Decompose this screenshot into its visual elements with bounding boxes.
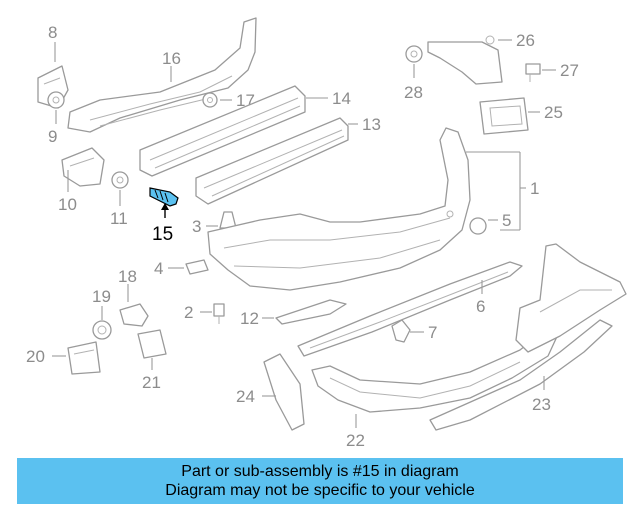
callout-9: 9	[48, 127, 57, 146]
part-5-park-sensor	[469, 217, 487, 235]
callout-4: 4	[154, 259, 163, 278]
callout-1: 1	[530, 179, 539, 198]
callout-12: 12	[240, 309, 259, 328]
callout-25: 25	[544, 103, 563, 122]
part-12-reflector	[275, 299, 347, 325]
info-banner: Part or sub-assembly is #15 in diagram D…	[17, 458, 623, 504]
part-21-bracket	[137, 329, 167, 359]
part-25-module	[479, 97, 529, 135]
callout-27: 27	[560, 61, 579, 80]
callout-14: 14	[332, 89, 351, 108]
banner-line-1: Part or sub-assembly is #15 in diagram	[181, 463, 459, 480]
callout-28: 28	[404, 83, 423, 102]
callout-7: 7	[428, 323, 437, 342]
part-11-nut	[111, 171, 129, 189]
callout-11: 11	[110, 209, 128, 228]
part-19-grommet	[92, 320, 112, 340]
part-2-screw	[213, 303, 225, 324]
part-26-bracket	[427, 35, 503, 85]
callout-16: 16	[162, 49, 181, 68]
part-4-clip	[185, 259, 209, 275]
callout-22: 22	[346, 431, 365, 450]
callout-24: 24	[236, 387, 255, 406]
callout-20: 20	[26, 347, 45, 366]
callout-19: 19	[92, 287, 111, 306]
callout-5: 5	[502, 211, 511, 230]
part-22-valance	[311, 325, 561, 413]
part-1-bumper-cover	[207, 127, 471, 291]
callout-18: 18	[118, 267, 137, 286]
part-27-bolt	[525, 63, 541, 82]
part-16-upper-bracket	[67, 17, 257, 133]
part-6-lower-trim	[297, 261, 523, 357]
part-7-bracket	[391, 319, 411, 343]
callout-8: 8	[48, 23, 57, 42]
part-13-energy-absorber	[195, 117, 349, 205]
callout-23: 23	[532, 395, 551, 414]
part-10-mount-bracket	[61, 147, 105, 187]
part-17-nut	[202, 92, 218, 108]
parts-diagram: 16 8 9 10 11 1 7 14	[26, 17, 627, 450]
callout-3: 3	[192, 217, 201, 236]
callout-15: 15	[152, 224, 173, 245]
callout-6: 6	[476, 297, 485, 316]
callout-21: 21	[142, 373, 161, 392]
callout-10: 10	[58, 195, 77, 214]
callout-26: 26	[516, 31, 535, 50]
part-14-reinforcement-beam	[139, 85, 306, 177]
callout-2: 2	[184, 303, 193, 322]
part-24-side-trim	[263, 353, 305, 431]
part-20-bracket	[67, 341, 101, 375]
callout-13: 13	[362, 115, 381, 134]
part-9-clip-nut	[47, 91, 65, 109]
banner-line-2: Diagram may not be specific to your vehi…	[165, 482, 475, 499]
part-18-sensor-holder	[119, 303, 149, 327]
part-23-diffuser	[429, 243, 627, 431]
part-15-bolt-highlighted	[149, 187, 179, 207]
part-28-nut	[405, 45, 423, 63]
